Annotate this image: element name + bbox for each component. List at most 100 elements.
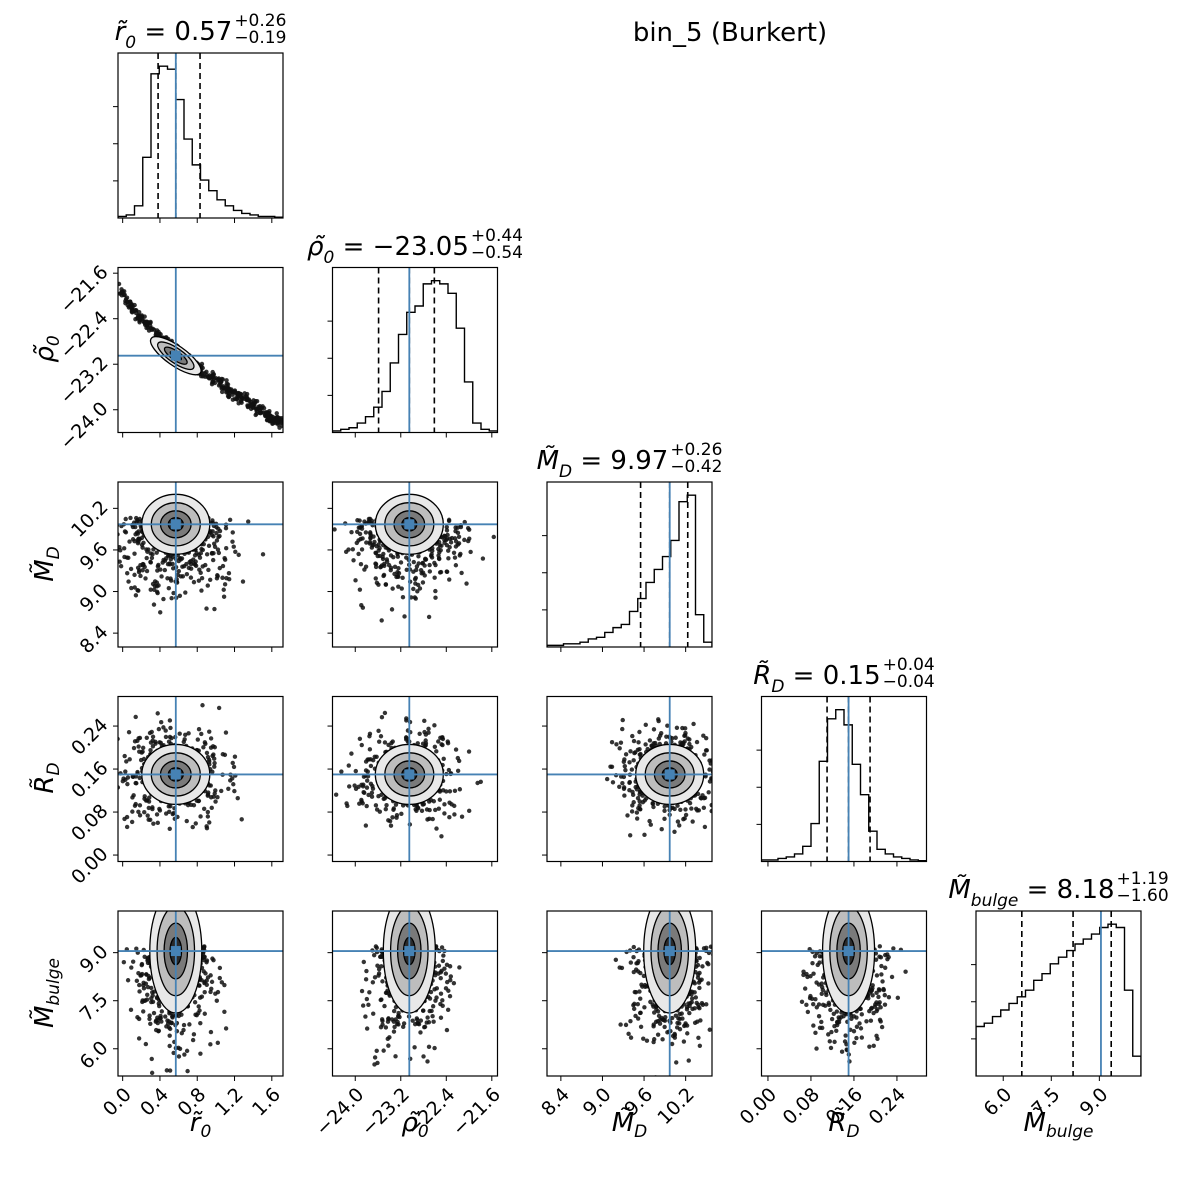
sample-point (870, 993, 875, 998)
sample-point (380, 979, 385, 984)
sample-point (137, 749, 142, 754)
sample-point (456, 534, 462, 540)
sample-point (151, 821, 156, 826)
sample-point (170, 811, 175, 817)
sample-point (210, 369, 215, 375)
sample-point (134, 519, 139, 525)
sample-point (148, 587, 153, 592)
sample-point (167, 1033, 172, 1038)
sample-point (677, 823, 682, 828)
sample-point (662, 816, 667, 822)
x-tick-label: 1.6 (248, 1084, 285, 1121)
histogram-rho0 (332, 280, 498, 433)
sample-point (609, 740, 615, 745)
sample-point (360, 536, 365, 541)
sample-point (125, 571, 130, 576)
sample-point (426, 799, 432, 804)
sample-point (626, 1031, 631, 1037)
param-value: = 0.57 (136, 17, 233, 47)
sample-point (217, 965, 223, 971)
sample-point (857, 1021, 862, 1026)
panel-frame (117, 910, 284, 1077)
sample-point (877, 1017, 883, 1023)
sample-point (420, 580, 426, 585)
sample-point (439, 742, 444, 747)
sample-point (686, 1058, 691, 1063)
sample-point (620, 781, 625, 786)
panel-rho0-rho0 (327, 266, 499, 438)
sample-point (444, 528, 450, 533)
sample-point (628, 1018, 633, 1024)
param-plus: +0.26 (670, 440, 723, 460)
sample-point (638, 751, 643, 757)
sample-point (215, 1040, 221, 1046)
sample-point (156, 583, 161, 588)
sample-point (265, 414, 270, 419)
sample-point (230, 776, 235, 781)
sample-point (632, 750, 637, 756)
sample-point (125, 978, 131, 983)
sample-point (382, 740, 388, 745)
sample-point (422, 563, 427, 568)
sample-point (374, 580, 380, 586)
y-tick-label: 0.16 (67, 757, 112, 802)
sample-point (421, 1054, 426, 1059)
sample-point (165, 1021, 171, 1026)
sample-point (432, 575, 437, 580)
sample-point (219, 376, 224, 382)
sample-point (466, 808, 472, 814)
sample-point (426, 614, 432, 620)
sample-point (167, 1026, 173, 1032)
sample-point (415, 741, 420, 746)
sample-point (390, 586, 395, 591)
sample-point (207, 729, 212, 734)
panel-MD-r0: 8.49.09.610.2 (67, 481, 284, 658)
sample-point (670, 805, 675, 811)
sample-point (202, 989, 207, 995)
sample-point (700, 964, 705, 969)
sample-point (871, 1043, 876, 1048)
sample-point (444, 536, 450, 542)
axis-subscript: D (846, 1122, 860, 1142)
sample-point (702, 752, 707, 757)
sample-point (663, 1014, 668, 1020)
sample-point (361, 789, 366, 795)
sample-point (438, 1001, 443, 1007)
sample-point (138, 573, 143, 579)
sample-point (885, 956, 890, 962)
sample-point (401, 1021, 407, 1026)
param-title-rho0: ρ̃0 = −23.05+0.44−0.54 (273, 202, 558, 268)
sample-point (175, 572, 181, 578)
sample-point (681, 1039, 687, 1044)
sample-point (364, 540, 369, 545)
sample-point (422, 1025, 427, 1030)
sample-point (433, 562, 438, 568)
sample-point (353, 786, 359, 792)
sample-point (118, 559, 122, 564)
panel-frame (760, 910, 928, 1077)
sample-point (638, 996, 643, 1001)
y-tick-label: 0.08 (67, 800, 112, 845)
param-subscript: 0 (323, 247, 335, 268)
sample-point (380, 1022, 385, 1027)
sample-point (444, 1027, 450, 1033)
sample-point (426, 1044, 432, 1050)
sample-point (162, 567, 168, 573)
sample-point (364, 1026, 370, 1031)
sample-point (167, 1068, 173, 1073)
sample-point (418, 1018, 424, 1023)
sample-point (223, 525, 229, 531)
sample-point (199, 731, 204, 737)
sample-point (382, 710, 388, 716)
sample-point (209, 805, 214, 811)
sample-point (625, 813, 630, 818)
sample-point (156, 726, 162, 732)
sample-point (260, 552, 266, 557)
sample-point (707, 1027, 712, 1032)
sample-point (400, 595, 406, 600)
sample-point (689, 992, 694, 997)
sample-point (195, 737, 201, 742)
sample-point (181, 1022, 187, 1028)
sample-point (206, 567, 211, 573)
sample-point (814, 980, 819, 985)
